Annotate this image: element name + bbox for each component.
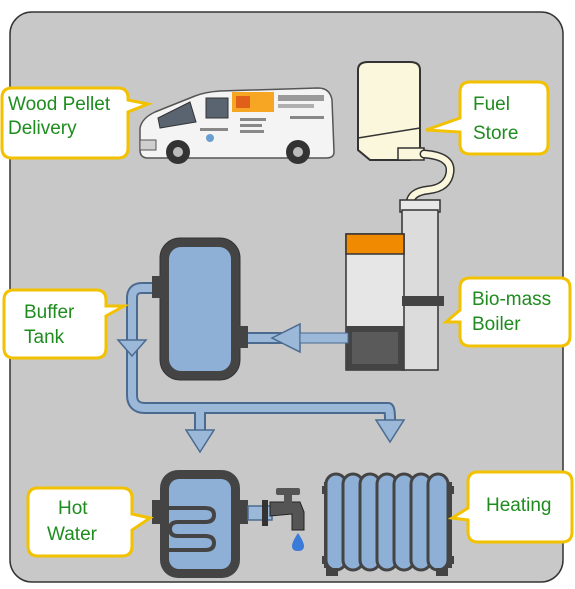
callout-buffer-tank-line1: Buffer bbox=[24, 302, 75, 323]
boiler-outlet-pipe bbox=[299, 332, 349, 344]
callout-heating-line1: Heating bbox=[486, 495, 552, 516]
callout-hot-water: Hot Water bbox=[26, 486, 154, 558]
radiator-icon bbox=[322, 472, 454, 576]
callout-boiler: Bio-mass Boiler bbox=[441, 276, 572, 348]
biomass-boiler-icon bbox=[345, 199, 444, 371]
callout-fuel-store-line1: Fuel bbox=[473, 94, 510, 115]
fuel-store-hopper-icon bbox=[357, 61, 455, 209]
callout-delivery: Wood Pellet Delivery bbox=[0, 86, 154, 160]
hot-water-cylinder-icon bbox=[152, 470, 248, 578]
callout-hot-water-line2: Water bbox=[47, 524, 98, 545]
callout-boiler-line2: Boiler bbox=[472, 314, 521, 335]
delivery-van-icon bbox=[139, 87, 335, 164]
buffer-tank-icon bbox=[152, 237, 248, 381]
callout-delivery-line1: Wood Pellet bbox=[8, 94, 111, 115]
flow-arrow-icon bbox=[116, 339, 148, 358]
callout-fuel-store: Fuel Store bbox=[425, 80, 550, 156]
callout-delivery-line2: Delivery bbox=[8, 118, 77, 139]
callout-buffer-tank: Buffer Tank bbox=[2, 288, 130, 360]
callout-hot-water-line1: Hot bbox=[58, 498, 88, 519]
callout-heating: Heating bbox=[447, 470, 574, 544]
tap-icon bbox=[247, 488, 305, 551]
callout-fuel-store-line2: Store bbox=[473, 123, 518, 144]
flow-arrow-icon bbox=[374, 419, 406, 444]
callout-buffer-tank-line2: Tank bbox=[24, 327, 65, 348]
flow-arrow-icon bbox=[184, 429, 216, 454]
callout-boiler-line1: Bio-mass bbox=[472, 289, 551, 310]
